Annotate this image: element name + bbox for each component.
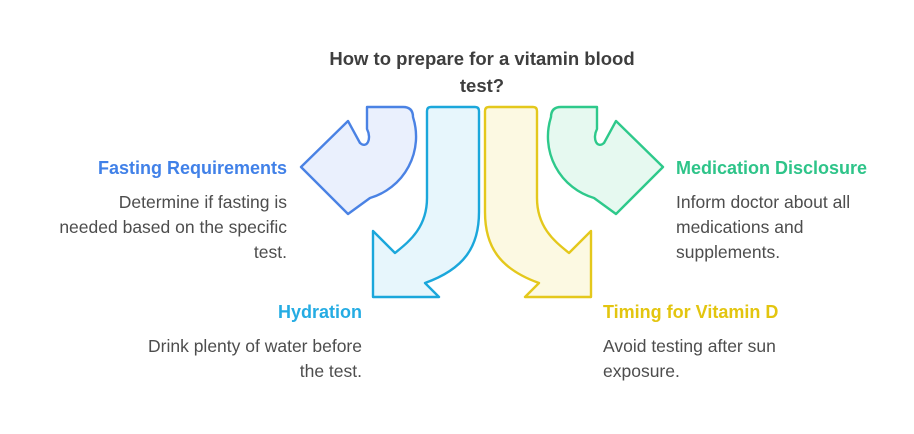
fasting-heading: Fasting Requirements (97, 158, 287, 178)
hydration-body: Drink plenty of water before the test. (148, 336, 362, 381)
section-fasting: Fasting Requirements Determine if fastin… (59, 157, 287, 265)
medication-heading: Medication Disclosure (676, 158, 868, 178)
timing-arrow-icon (483, 105, 593, 299)
timing-body: Avoid testing after sun exposure. (603, 336, 776, 381)
timing-heading: Timing for Vitamin D (603, 302, 779, 322)
hydration-heading: Hydration (277, 302, 362, 322)
hydration-arrow-icon (371, 105, 481, 299)
section-timing: Timing for Vitamin D Avoid testing after… (603, 301, 778, 384)
medication-body: Inform doctor about all medications and … (676, 192, 851, 262)
page-title: How to prepare for a vitamin blood test? (329, 48, 635, 96)
medication-arrow-icon (546, 105, 665, 216)
fasting-arrow-icon (299, 105, 418, 216)
section-medication: Medication Disclosure Inform doctor abou… (676, 157, 867, 265)
section-hydration: Hydration Drink plenty of water before t… (148, 301, 362, 384)
fasting-body: Determine if fasting is needed based on … (59, 192, 287, 262)
